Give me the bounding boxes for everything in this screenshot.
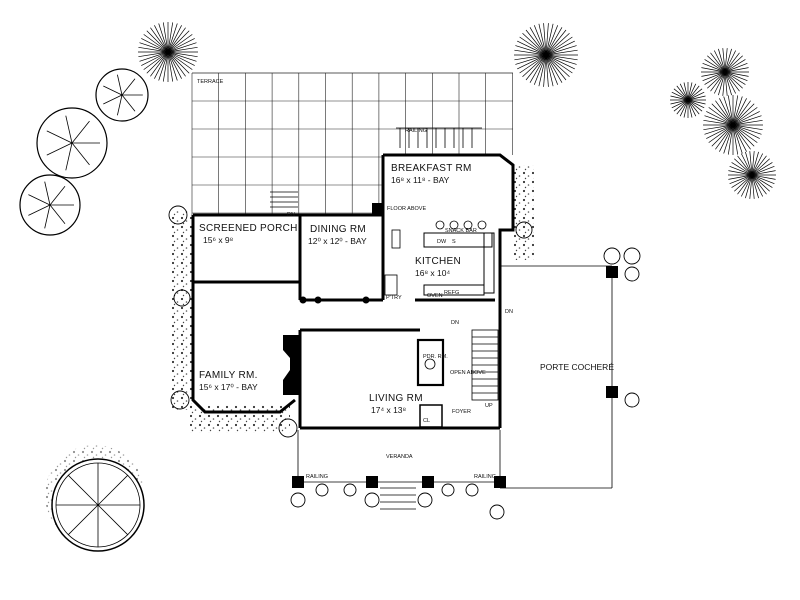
living-room-dims: 17⁴ x 13⁸ — [371, 405, 407, 415]
dining-room-dims: 12⁰ x 12⁰ - BAY — [308, 236, 367, 246]
shrub-icon — [278, 418, 298, 438]
railing-note: RAILING — [306, 474, 328, 480]
canopy-tree-icon — [95, 68, 149, 122]
starburst-tree-icon — [670, 82, 706, 118]
up-note: UP — [485, 403, 493, 409]
tree-group-right — [514, 23, 776, 199]
shrub-icon — [170, 390, 190, 410]
railing-note: RAILING — [405, 128, 427, 134]
family-room-label: FAMILY RM. — [199, 370, 258, 381]
porte-cochere-label: PORTE COCHERÉ — [540, 362, 614, 372]
sink-note: S — [452, 239, 456, 245]
shrub-icon — [173, 289, 191, 307]
shrub-border — [514, 165, 534, 260]
shrub-icon — [168, 205, 188, 225]
veranda-outline — [297, 430, 501, 510]
gazebo — [45, 445, 145, 552]
closet-note: CL — [423, 418, 430, 424]
starburst-tree-icon — [701, 48, 749, 96]
shrub-border — [190, 405, 290, 433]
down-note: DN — [505, 309, 513, 315]
starburst-tree-icon — [703, 95, 763, 155]
open-above-note: OPEN ABOVE — [450, 370, 486, 376]
down-note: DN — [287, 212, 295, 218]
starburst-tree-icon — [514, 23, 578, 87]
starburst-tree-icon — [138, 22, 198, 82]
kitchen-fixtures — [384, 220, 495, 370]
porte-cochere-outline — [500, 247, 641, 489]
terrace-grid — [191, 72, 513, 215]
terrace-label: TERRACE — [197, 79, 224, 85]
breakfast-room-dims: 16⁸ x 11⁸ - BAY — [391, 175, 450, 185]
breakfast-room-label: BREAKFAST RM — [391, 163, 472, 174]
down-note: DN — [451, 320, 459, 326]
kitchen-label: KITCHEN — [415, 256, 461, 267]
shrub-border — [172, 210, 192, 410]
starburst-tree-icon — [138, 22, 198, 82]
foyer-label: FOYER — [452, 409, 471, 415]
snack-bar-note: SNACK BAR — [445, 228, 477, 234]
terrace-steps — [270, 127, 482, 208]
living-room-label: LIVING RM — [369, 393, 423, 404]
walls — [191, 153, 515, 430]
veranda-shrubs — [290, 483, 505, 520]
screened-porch-label: SCREENED PORCH — [199, 223, 298, 234]
railing-note: RAILING — [474, 474, 496, 480]
floor-above-note: FLOOR ABOVE — [387, 206, 426, 212]
canopy-tree-icon — [19, 174, 81, 236]
powder-room-label: PDR. RM. — [423, 354, 448, 360]
pantry-note: P'TRY — [386, 295, 402, 301]
family-room-dims: 15⁶ x 17⁰ - BAY — [199, 382, 258, 392]
oven-note: OVEN — [427, 293, 443, 299]
shrub-icon — [515, 221, 533, 239]
kitchen-dims: 16⁸ x 10⁴ — [415, 268, 450, 278]
tree-group-left — [19, 22, 198, 236]
stairs — [471, 329, 499, 401]
dining-room-label: DINING RM — [310, 224, 366, 235]
screened-porch-dims: 15⁶ x 9⁸ — [203, 235, 234, 245]
refrigerator-note: REFG — [444, 290, 459, 296]
starburst-tree-icon — [728, 151, 776, 199]
veranda-label: VERANDA — [386, 454, 413, 460]
dishwasher-note: DW — [437, 239, 447, 245]
canopy-tree-icon — [36, 107, 108, 179]
